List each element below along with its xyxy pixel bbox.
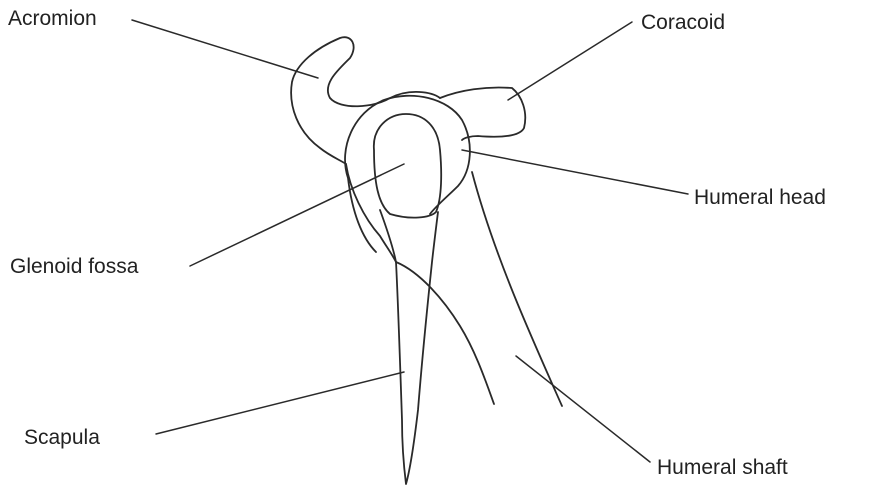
- leader-glenoid: [190, 164, 404, 266]
- humeral-head-outline: [345, 96, 470, 252]
- leader-acromion: [132, 20, 318, 78]
- glenoid-fossa-outline: [374, 114, 441, 218]
- label-scapula: Scapula: [24, 427, 100, 448]
- label-humeral-head: Humeral head: [694, 187, 826, 208]
- leader-humeral-shaft: [516, 356, 650, 462]
- leader-humeral-head: [462, 150, 688, 194]
- label-humeral-shaft: Humeral shaft: [657, 457, 788, 478]
- leader-coracoid: [508, 22, 632, 100]
- acromion-outline: [291, 37, 440, 164]
- label-acromion: Acromion: [8, 8, 97, 29]
- leader-scapula: [156, 372, 404, 434]
- label-coracoid: Coracoid: [641, 12, 725, 33]
- coracoid-outline: [440, 87, 525, 140]
- label-glenoid-fossa: Glenoid fossa: [10, 256, 138, 277]
